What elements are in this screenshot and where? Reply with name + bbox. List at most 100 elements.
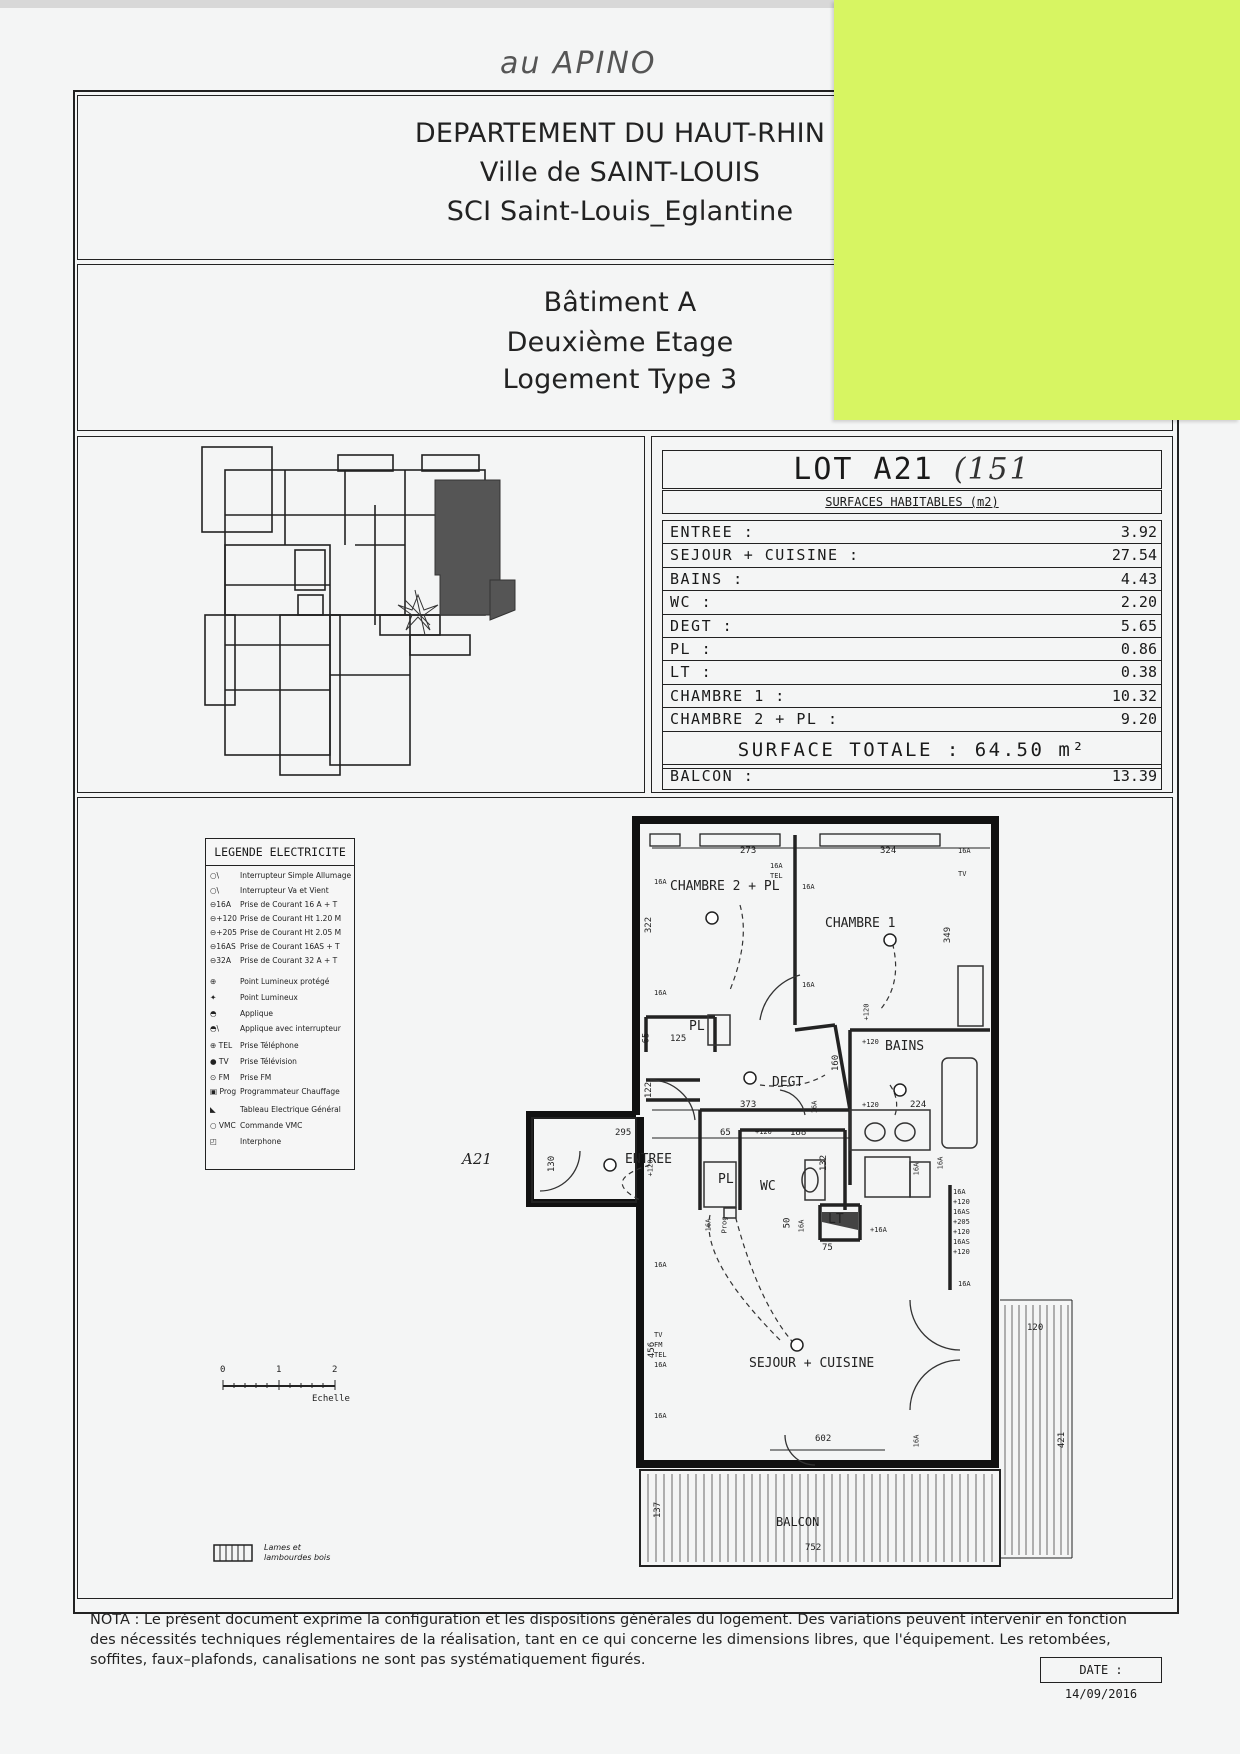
legend-symbol: ○\ bbox=[210, 886, 220, 895]
legend-item: ⊕Point Lumineux protégé bbox=[210, 977, 329, 986]
wood-legend-text: Lames et lambourdes bois bbox=[264, 1543, 331, 1562]
socket-label: +205 bbox=[953, 1218, 970, 1226]
legend-text: Prise Téléphone bbox=[240, 1041, 299, 1050]
socket-label: 16A bbox=[654, 1412, 667, 1420]
legend-text: Prise de Courant 32 A + T bbox=[240, 956, 338, 965]
dim-421: 421 bbox=[1057, 1431, 1068, 1449]
legend-symbol: ⊖+205 bbox=[210, 928, 237, 937]
dim-122: 122 bbox=[644, 1081, 655, 1099]
unit-label: A21 bbox=[462, 1150, 492, 1168]
dim-120: 120 bbox=[1027, 1323, 1044, 1333]
socket-label: FM bbox=[654, 1341, 663, 1349]
legend-symbol: ▣ Prog bbox=[210, 1087, 237, 1096]
electrical-legend: LEGENDE ELECTRICITE ○\Interrupteur Simpl… bbox=[205, 838, 355, 1170]
surfaces-subtitle: SURFACES HABITABLES (m2) bbox=[662, 490, 1162, 514]
legend-text: Applique avec interrupteur bbox=[240, 1024, 341, 1033]
row-value: 2.20 bbox=[1120, 593, 1157, 612]
table-row: ENTREE :3.92 bbox=[663, 521, 1161, 545]
dim-322: 322 bbox=[644, 916, 655, 934]
dim-224: 224 bbox=[910, 1100, 927, 1110]
dim-65-a: 65 bbox=[641, 1032, 652, 1044]
row-label: PL : bbox=[670, 639, 713, 658]
row-value: 3.92 bbox=[1120, 523, 1157, 541]
scan-edge bbox=[0, 0, 1240, 8]
dim-75: 75 bbox=[822, 1243, 833, 1253]
legend-symbol: ◰ bbox=[210, 1137, 218, 1146]
surfaces-table: ENTREE :3.92 SEJOUR + CUISINE :27.54 BAI… bbox=[662, 520, 1162, 769]
socket-label: +120 bbox=[953, 1248, 970, 1256]
socket-label: 16A bbox=[797, 1219, 806, 1233]
row-label: BAINS : bbox=[670, 569, 744, 588]
socket-label: TEL bbox=[770, 872, 783, 880]
balcon-row: BALCON : 13.39 bbox=[662, 764, 1162, 790]
legend-item: ○\Interrupteur Simple Allumage bbox=[210, 871, 351, 880]
dim-373: 373 bbox=[740, 1100, 757, 1110]
legend-text: Prise de Courant Ht 2.05 M bbox=[240, 928, 342, 937]
room-entree: ENTREE bbox=[625, 1152, 672, 1167]
header-department: DEPARTEMENT DU HAUT-RHIN bbox=[414, 118, 826, 149]
socket-label: 16A bbox=[810, 1100, 819, 1114]
dim-50: 50 bbox=[782, 1217, 793, 1229]
row-value: 10.32 bbox=[1111, 686, 1157, 705]
scale-bar bbox=[222, 1380, 336, 1390]
date-box: DATE : 14/09/2016 bbox=[1040, 1657, 1162, 1701]
legend-symbol: ✦ bbox=[210, 993, 217, 1002]
room-bains: BAINS bbox=[885, 1039, 925, 1054]
legend-symbol: ○ VMC bbox=[210, 1121, 236, 1130]
sub-floor: Deuxième Etage bbox=[506, 327, 734, 358]
table-row: CHAMBRE 1 :10.32 bbox=[663, 685, 1161, 709]
row-label: LT : bbox=[670, 663, 713, 682]
sub-building: Bâtiment A bbox=[543, 287, 697, 318]
socket-label: +120 bbox=[755, 1128, 772, 1136]
legend-item: ○ VMC Commande VMC bbox=[210, 1121, 302, 1130]
legend-item: ◰Interphone bbox=[210, 1137, 281, 1146]
legend-symbol: ⊙ FM bbox=[210, 1073, 230, 1082]
surface-total: SURFACE TOTALE : 64.50 m² bbox=[737, 738, 1087, 761]
row-value: 5.65 bbox=[1120, 616, 1157, 635]
legend-symbol: ◣ bbox=[210, 1105, 216, 1114]
table-row: SEJOUR + CUISINE :27.54 bbox=[663, 544, 1161, 568]
room-chambre-1: CHAMBRE 1 bbox=[825, 916, 896, 931]
socket-label: 16AS bbox=[953, 1238, 970, 1246]
table-row: PL : 0.86 bbox=[663, 638, 1161, 662]
room-balcon: BALCON bbox=[776, 1515, 820, 1529]
room-sejour-cuisine: SEJOUR + CUISINE bbox=[749, 1356, 875, 1371]
legend-text: Commande VMC bbox=[240, 1121, 303, 1130]
legend-symbol: ◓ bbox=[210, 1009, 217, 1018]
dim-324: 324 bbox=[880, 846, 897, 856]
room-pl-2: PL bbox=[718, 1172, 734, 1187]
dim-752: 752 bbox=[805, 1543, 822, 1553]
table-row: BAINS :4.43 bbox=[663, 568, 1161, 592]
socket-label: TV bbox=[958, 870, 967, 878]
socket-label: 16A bbox=[654, 878, 667, 886]
dim-349: 349 bbox=[943, 926, 954, 944]
table-row: CHAMBRE 2 + PL :9.20 bbox=[663, 708, 1161, 732]
legend-symbol: ⊖16A bbox=[210, 900, 231, 909]
room-wc: WC bbox=[760, 1179, 776, 1194]
dim-295: 295 bbox=[615, 1128, 632, 1138]
socket-label: TV bbox=[654, 1331, 663, 1339]
socket-label: 16A bbox=[770, 862, 783, 870]
legend-title: LEGENDE ELECTRICITE bbox=[206, 839, 354, 866]
row-value: 0.38 bbox=[1120, 663, 1157, 682]
socket-label: 16A bbox=[958, 847, 971, 855]
scale-label: Echelle bbox=[312, 1394, 350, 1404]
scale-tick-1: 1 bbox=[276, 1365, 282, 1375]
socket-label: +120 bbox=[862, 1003, 871, 1021]
socket-label: 16A bbox=[654, 1261, 667, 1269]
socket-label: +16A bbox=[870, 1226, 887, 1234]
legend-item: ◓\Applique avec interrupteur bbox=[210, 1024, 341, 1033]
row-value: 0.86 bbox=[1120, 639, 1157, 658]
legend-item: ◣Tableau Electrique Général bbox=[210, 1105, 341, 1114]
sticky-note bbox=[834, 0, 1240, 420]
legend-text: Interrupteur Va et Vient bbox=[240, 886, 329, 895]
socket-label: Prog bbox=[720, 1216, 729, 1234]
dim-125: 125 bbox=[670, 1034, 687, 1044]
